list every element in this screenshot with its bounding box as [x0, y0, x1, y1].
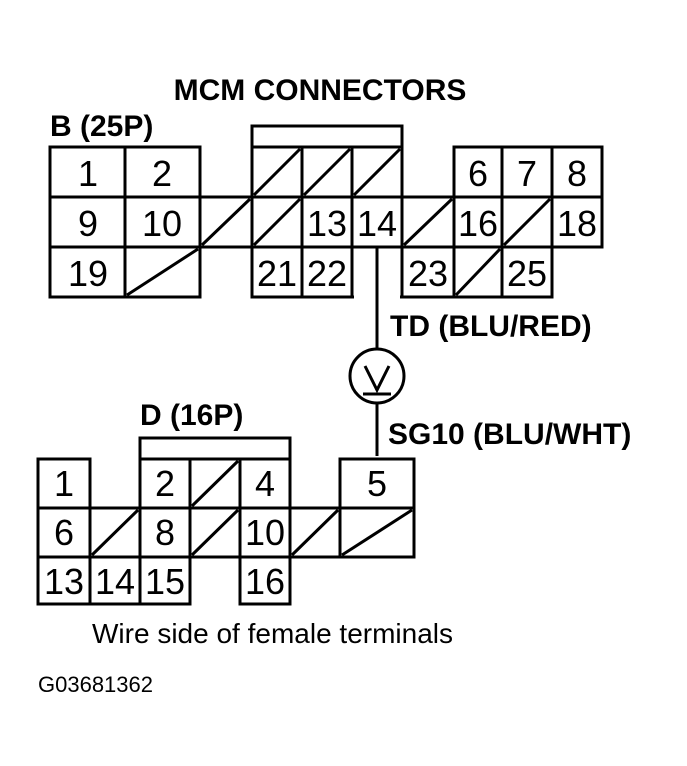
d-pin: 14: [95, 561, 135, 602]
connector-d-latch: [138, 436, 292, 459]
b-pin: 23: [408, 253, 448, 294]
wire-td-label: TD (BLU/RED): [390, 310, 592, 343]
d-pin: 16: [245, 561, 285, 602]
connector-d: [36, 436, 416, 606]
connector-b-label: B (25P): [50, 110, 153, 143]
d-pin: 10: [245, 512, 285, 553]
d-pin: 5: [367, 463, 387, 504]
b-pin: 13: [307, 203, 347, 244]
d-pin: 15: [145, 561, 185, 602]
connector-b-empty-cavity: [126, 247, 199, 297]
b-pin: 22: [307, 253, 347, 294]
b-pin: 9: [78, 203, 98, 244]
d-pin: 2: [155, 463, 175, 504]
diagram-title: MCM CONNECTORS: [174, 74, 467, 107]
d-pin: 6: [54, 512, 74, 553]
d-pin: 1: [54, 463, 74, 504]
b-pin: 1: [78, 153, 98, 194]
connector-b-latch: [250, 124, 404, 147]
connector-d-pins: 1 2 4 5 6 8 10 13 14 15 16: [44, 463, 387, 602]
d-pin: 4: [255, 463, 275, 504]
b-pin: 16: [458, 203, 498, 244]
b-pin: 2: [152, 153, 172, 194]
b-pin: 21: [257, 253, 297, 294]
connector-d-cell-15: [138, 555, 192, 606]
d-pin: 13: [44, 561, 84, 602]
connector-d-cell-16: [238, 555, 292, 606]
connector-b-pins: 1 2 9 10 19 13 14 21 22 6 7 8 16 18 23 2…: [68, 153, 597, 294]
b-pin: 7: [517, 153, 537, 194]
b-pin: 25: [507, 253, 547, 294]
b-pin: 14: [357, 203, 397, 244]
b-pin: 18: [557, 203, 597, 244]
d-pin: 8: [155, 512, 175, 553]
voltmeter-icon: [348, 347, 406, 405]
b-pin: 19: [68, 253, 108, 294]
wire-sg10-label: SG10 (BLU/WHT): [388, 418, 631, 451]
b-pin: 10: [142, 203, 182, 244]
b-pin: 8: [567, 153, 587, 194]
diagram-caption: Wire side of female terminals: [92, 618, 453, 649]
b-pin: 6: [468, 153, 488, 194]
connector-d-label: D (16P): [140, 399, 243, 432]
figure-code: G03681362: [38, 672, 153, 697]
